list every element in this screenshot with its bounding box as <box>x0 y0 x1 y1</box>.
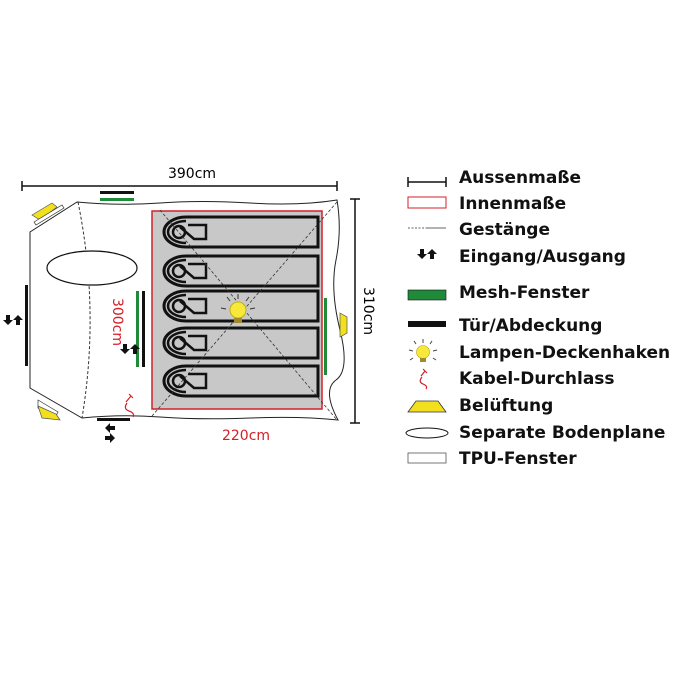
legend: Aussenmaße Innenmaße Gestänge Eingang/Au… <box>405 168 670 469</box>
sleeping-bag <box>162 254 320 288</box>
entry-arrows-bottom <box>105 423 115 443</box>
inner-depth-label: 300cm <box>109 298 125 346</box>
outer-width-dimension: 390cm <box>21 166 338 191</box>
entry-arrows-icon <box>417 249 437 259</box>
legend-label: Tür/Abdeckung <box>459 316 602 336</box>
legend-label: Eingang/Ausgang <box>459 247 626 267</box>
outer-depth-dimension: 310cm <box>350 198 376 424</box>
separate-groundsheet <box>46 250 138 286</box>
legend-label: Lampen-Deckenhaken <box>459 343 670 363</box>
red-rectangle-icon <box>407 196 447 209</box>
dimension-line-icon <box>407 177 447 187</box>
lamp-hook-icon <box>220 294 256 323</box>
sleeping-bag <box>162 364 320 398</box>
legend-label: Kabel-Durchlass <box>459 369 615 389</box>
ellipse-icon <box>405 427 449 439</box>
door-left <box>25 285 28 366</box>
legend-label: Innenmaße <box>459 194 566 214</box>
vent-icon <box>407 400 447 413</box>
vent-top-left <box>31 202 65 226</box>
cable-icon <box>419 368 428 390</box>
legend-label: Separate Bodenplane <box>459 423 665 443</box>
legend-label: Aussenmaße <box>459 168 581 188</box>
outer-width-label: 390cm <box>168 166 216 182</box>
mesh-inner-front <box>136 291 139 367</box>
sleeping-bag <box>162 326 320 360</box>
door-bottom <box>97 418 130 421</box>
tpu-window-icon <box>407 452 447 464</box>
lamp-icon <box>408 339 438 362</box>
legend-label: Gestänge <box>459 220 550 240</box>
door-inner-front <box>142 291 145 367</box>
entry-arrows-left <box>3 315 23 325</box>
legend-label: Mesh-Fenster <box>459 283 590 303</box>
inner-width-label: 220cm <box>222 428 270 444</box>
vent-right <box>339 312 348 338</box>
pole-arc <box>77 201 91 419</box>
green-bar-icon <box>407 289 447 301</box>
cable-port-icon <box>124 393 135 418</box>
legend-label: TPU-Fenster <box>459 449 577 469</box>
mesh-top <box>100 198 134 201</box>
door-top <box>100 191 134 194</box>
black-bar-icon <box>408 321 446 327</box>
mesh-inner-back <box>324 298 327 375</box>
legend-label: Belüftung <box>459 396 553 416</box>
outer-depth-label: 310cm <box>360 287 376 335</box>
vent-bottom-left <box>37 399 61 421</box>
